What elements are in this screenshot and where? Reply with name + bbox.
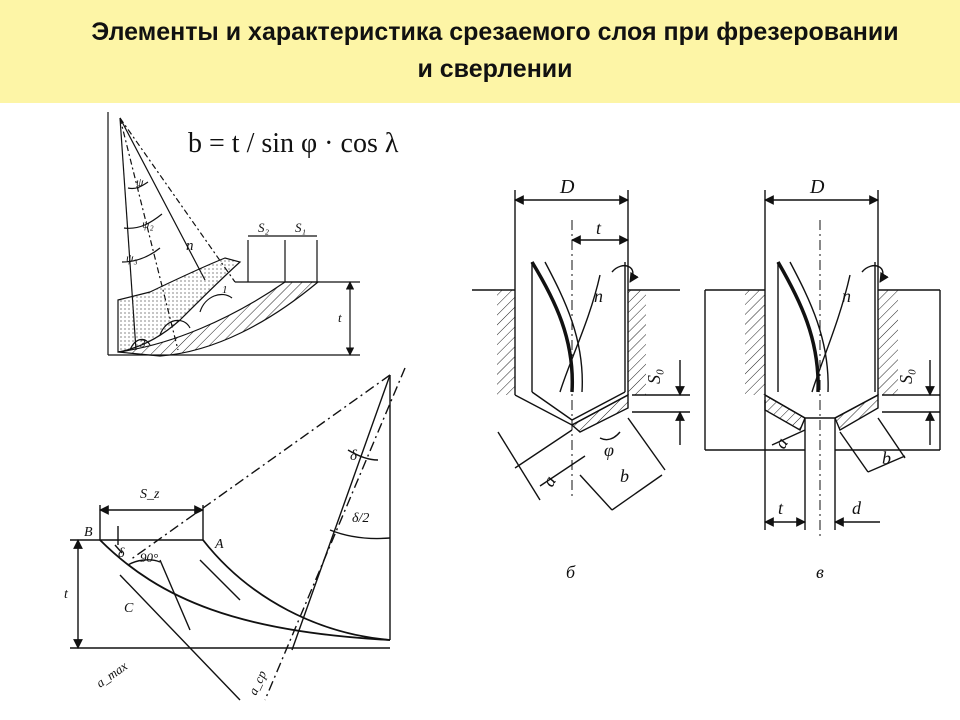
formula-text: b = t / sin φ · cos λ	[188, 128, 399, 159]
drill-v-label-d-small: d	[852, 498, 862, 518]
label-90deg: 90°	[140, 550, 158, 565]
drill-b-caption: б	[566, 562, 576, 582]
title-line-2: и сверлении	[417, 55, 573, 83]
label-t-bottom: t	[64, 587, 69, 602]
label-one: 1	[222, 284, 228, 296]
slide-title: Элементы и характеристика срезаемого сло…	[40, 14, 950, 88]
label-acp: a_ср	[245, 668, 269, 698]
drill-b-label-n: n	[594, 286, 603, 306]
drill-v-label-t: t	[778, 498, 784, 518]
milling-bottom-diagram	[70, 367, 406, 701]
drill-b-label-so: S₀	[644, 369, 664, 384]
label-psi: ψ	[136, 175, 144, 189]
milling-top-diagram	[107, 112, 360, 357]
drill-b-label-d: D	[559, 176, 575, 198]
drill-v-label-d-big: D	[809, 176, 825, 198]
title-bar	[0, 0, 960, 103]
drill-v-caption: в	[816, 562, 824, 582]
label-s2: S₂	[258, 220, 270, 235]
label-t-top: t	[338, 310, 342, 325]
drill-v-label-n: n	[842, 286, 851, 306]
label-a-point: A	[214, 537, 224, 552]
drill-b-diagram	[472, 190, 690, 511]
drill-b-label-t: t	[596, 218, 602, 238]
drill-b-label-phi: φ	[604, 440, 614, 460]
label-psi2: ψ₂	[142, 217, 154, 231]
label-three: 3	[139, 338, 146, 350]
label-delta-half: δ/2	[352, 511, 369, 526]
title-line-1: Элементы и характеристика срезаемого сло…	[91, 18, 899, 46]
label-delta-small: δ	[118, 546, 125, 561]
label-amax: a_max	[93, 658, 130, 690]
label-n-top: n	[186, 238, 194, 254]
label-sz: S_z	[140, 487, 160, 502]
drill-v-label-b: b	[882, 448, 891, 468]
label-b-point: B	[84, 525, 93, 540]
label-s1: S₁	[295, 220, 306, 235]
label-delta-top: δ	[350, 448, 358, 464]
label-c-point: C	[124, 601, 134, 616]
drill-v-label-so: S₀	[896, 369, 916, 384]
label-psi3: ψ₃	[126, 251, 138, 265]
drill-v-diagram	[704, 190, 941, 540]
drill-b-label-b: b	[620, 466, 629, 486]
